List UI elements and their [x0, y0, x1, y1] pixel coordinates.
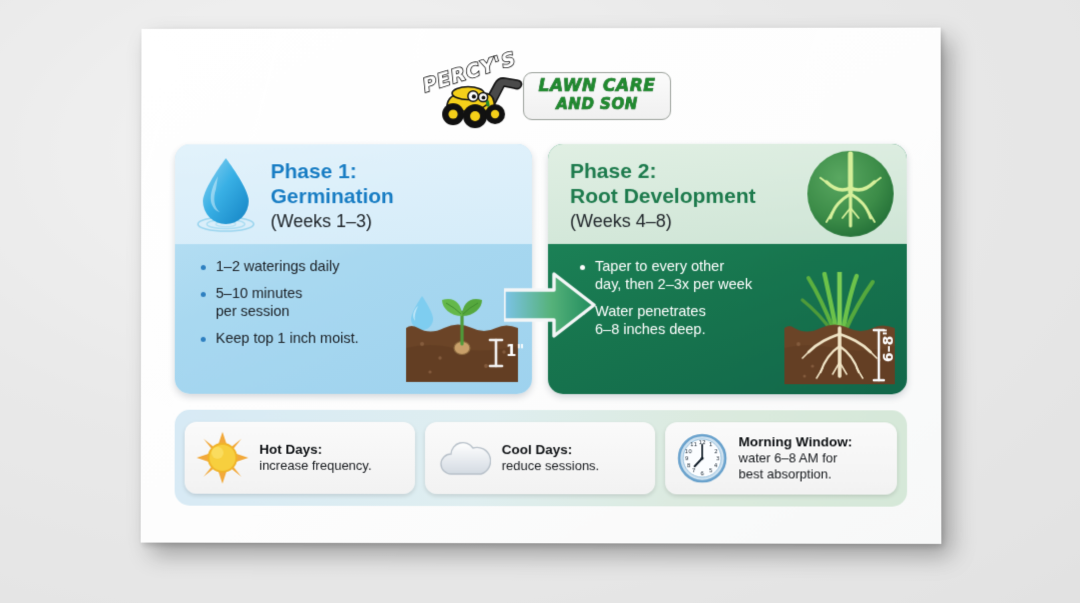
tip-card-cool-days[interactable]: Cool Days: reduce sessions.: [425, 422, 656, 494]
svg-text:8: 8: [687, 463, 691, 469]
phase-1-title: Phase 1: Germination: [271, 160, 516, 209]
root-badge-icon: [804, 148, 896, 240]
logo-nameplate: LAWN CARE AND SON: [523, 72, 671, 120]
tip-cool-days-text: Cool Days: reduce sessions.: [502, 442, 600, 475]
company-logo: PERCY'S LAWN CARE AND SON: [415, 55, 675, 133]
water-droplet-icon: [191, 154, 261, 238]
infographic-page: PERCY'S LAWN CARE AND SON: [141, 28, 942, 544]
tip-title: Morning Window:: [739, 434, 853, 451]
svg-text:3: 3: [716, 456, 720, 462]
svg-text:4: 4: [714, 463, 718, 469]
sun-icon: [197, 432, 249, 484]
tip-title: Hot Days:: [259, 441, 371, 458]
logo-line-2: AND SON: [524, 95, 670, 113]
svg-text:9: 9: [685, 456, 689, 462]
phase-2-header: Phase 2: Root Development (Weeks 4–8): [548, 144, 907, 244]
list-item: 5–10 minutes per session: [201, 285, 410, 321]
phase-1-body: 1–2 waterings daily 5–10 minutes per ses…: [175, 244, 532, 394]
list-item: Water penetrates 6–8 inches deep.: [580, 303, 780, 339]
phase-2-body: Taper to every other day, then 2–3x per …: [548, 244, 907, 394]
clock-icon: 121 23 45 67 89 1011: [678, 433, 728, 483]
cloud-icon: [437, 436, 491, 480]
depth-label-1inch: 1": [506, 342, 524, 360]
phase-1-weeks: (Weeks 1–3): [271, 211, 516, 232]
phase-transition-arrow: [504, 272, 596, 338]
list-item: Keep top 1 inch moist.: [201, 330, 410, 348]
svg-text:6: 6: [701, 471, 705, 477]
lawn-mower-icon: [435, 69, 531, 129]
tip-card-morning-window[interactable]: 121 23 45 67 89 1011 Morning Window: wat…: [665, 422, 897, 494]
list-item: 1–2 waterings daily: [201, 258, 410, 276]
tip-body: reduce sessions.: [502, 458, 600, 474]
phase-cards: Phase 1: Germination (Weeks 1–3) 1–2 wat…: [175, 144, 907, 395]
depth-label-6to8inch: 6–8": [881, 328, 897, 362]
tip-hot-days-text: Hot Days: increase frequency.: [259, 441, 371, 474]
svg-text:1: 1: [709, 443, 713, 449]
tip-title: Cool Days:: [502, 442, 600, 459]
grass-roots-in-soil-illustration: 6–8": [778, 272, 901, 390]
svg-text:11: 11: [690, 443, 698, 449]
svg-text:2: 2: [715, 449, 719, 455]
tips-strip: Hot Days: increase frequency. Cool Days:…: [175, 410, 908, 507]
phase-card-germination: Phase 1: Germination (Weeks 1–3) 1–2 wat…: [175, 144, 532, 394]
tip-body: water 6–8 AM for best absorption.: [739, 451, 853, 483]
logo-line-1: LAWN CARE: [524, 76, 670, 96]
tip-morning-window-text: Morning Window: water 6–8 AM for best ab…: [739, 434, 853, 483]
svg-text:10: 10: [685, 449, 693, 455]
tip-card-hot-days[interactable]: Hot Days: increase frequency.: [185, 422, 415, 494]
svg-text:7: 7: [692, 469, 696, 475]
phase-card-root-development: Phase 2: Root Development (Weeks 4–8): [548, 144, 907, 395]
tip-body: increase frequency.: [259, 458, 371, 474]
phase-1-header: Phase 1: Germination (Weeks 1–3): [175, 144, 532, 244]
svg-text:5: 5: [709, 469, 713, 475]
list-item: Taper to every other day, then 2–3x per …: [580, 258, 780, 294]
